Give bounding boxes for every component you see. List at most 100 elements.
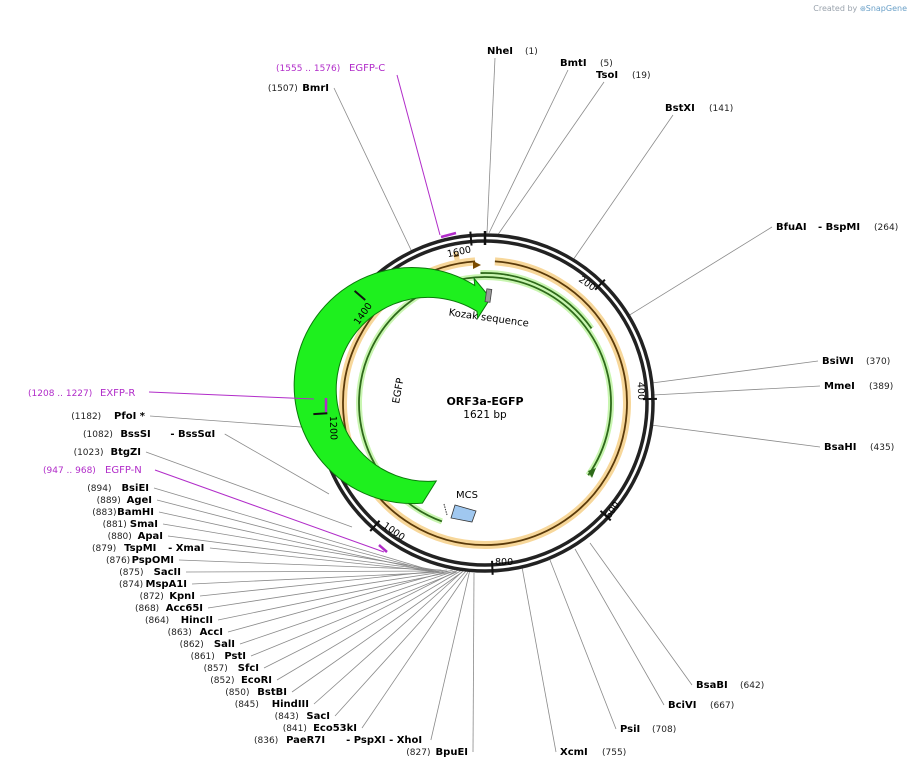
site-label-bstxi[interactable]: BstXI(141) [665,103,733,114]
site-label-kpni[interactable]: KpnI(872) [140,591,195,602]
tick-mark [369,520,381,532]
site-label-psti[interactable]: PstI(861) [191,651,246,662]
leader-line [149,415,316,429]
leader-line [650,424,821,448]
site-label-acc65i[interactable]: Acc65I(868) [135,603,203,614]
primer-range: (1555 .. 1576) [276,64,340,74]
site-position: (875) [119,568,143,578]
site-label-smai[interactable]: SmaI(881) [103,519,158,530]
site-label-saci[interactable]: SacI(843) [275,711,330,722]
site-name: - XmaI [168,543,204,554]
primer-label-egfp-n[interactable]: (947 .. 968) EGFP-N [43,465,142,476]
site-label-xcmi[interactable]: XcmI(755) [560,747,626,758]
site-position: (874) [119,580,143,590]
site-position: (889) [97,496,121,506]
leader-line [239,570,455,645]
site-name: BfuAI [776,222,807,233]
site-name: BpuEI [436,747,468,758]
site-name: SfcI [238,663,259,674]
site-label-eco53ki[interactable]: Eco53kI(841) [283,723,357,734]
site-label-mmei[interactable]: MmeI(389) [824,381,893,392]
site-label-bsiei[interactable]: BsiEI (894) [87,483,149,494]
leader-line [145,451,353,528]
site-label-apai[interactable]: ApaI(880) [108,531,163,542]
site-label-bamhi[interactable]: BamHI(883) [92,507,154,518]
site-position: (667) [710,701,734,711]
primer-label-exfp-r[interactable]: (1208 .. 1227) EXFP-R [28,388,135,399]
primer-name: EGFP-N [105,465,142,476]
mcs-feature-box[interactable] [450,504,477,523]
site-label-agei[interactable]: AgeI(889) [97,495,152,506]
site-label-ecori[interactable]: EcoRI(852) [210,675,272,686]
site-position: (852) [210,676,234,686]
orf-arc-outer [452,251,460,261]
leader-line [652,385,821,396]
primer-label-egfp-c[interactable]: (1555 .. 1576) EGFP-C [276,63,385,74]
backbone-ticks [313,231,657,575]
leader-line [651,360,819,384]
site-label-bstbi[interactable]: BstBI(850) [225,687,287,698]
site-label-bsabi[interactable]: BsaBI(642) [696,680,764,691]
leader-line [263,569,459,669]
site-name: Eco53kI [313,723,357,734]
leader-line [224,433,330,495]
site-label-bfuai[interactable]: BfuAI- BspMI(264) [776,222,898,233]
site-label-paer7i[interactable]: (836)PaeR7I- PspXI- XhoI [254,735,422,746]
tick-label-1000: 1000 [381,520,407,543]
site-name: BsiEI [121,483,149,494]
site-name: TspMI [124,543,156,554]
site-label-bsssi[interactable]: (1082)BssSI- BssSαI [83,429,215,440]
site-name: BciVI [668,700,696,711]
site-position: (845) [235,700,259,710]
tick-label-1200: 1200 [327,416,339,441]
site-position: (1082) [83,430,113,440]
site-label-bsiwi[interactable]: BsiWI(370) [822,356,890,367]
credit-prefix: Created by [813,4,858,13]
site-label-bmti[interactable]: BmtI(5) [560,58,613,69]
site-label-tsoi[interactable]: TsoI(19) [596,70,650,81]
leader-lines [145,57,821,753]
site-label-mspa1i[interactable]: MspA1I(874) [119,579,187,590]
egfp-label: EGFP [391,377,406,404]
site-label-btgzi[interactable]: BtgZI(1023) [74,447,141,458]
leader-line [574,548,665,706]
site-label-psii[interactable]: PsiI(708) [620,724,676,735]
site-label-pspomi[interactable]: PspOMI(876) [106,555,174,566]
leader-line [156,499,433,572]
site-name: BssSI [120,429,150,440]
site-label-tspmi[interactable]: (879)TspMI- XmaI [92,543,204,554]
egfp-feature-arrow[interactable] [293,267,492,505]
site-label-acci[interactable]: AccI(863) [168,627,223,638]
site-name: PaeR7I [286,735,325,746]
site-label-bsahi[interactable]: BsaHI(435) [824,442,894,453]
site-name: BamHI [117,507,154,518]
site-label-sali[interactable]: SalI(862) [180,639,235,650]
leader-line [334,570,467,717]
site-label-bmri[interactable]: BmrI(1507) [268,83,329,94]
leader-line [472,572,475,753]
site-position: (894) [87,484,111,494]
site-label-hindiii[interactable]: HindIII(845) [235,699,309,710]
leader-line [191,571,446,585]
site-label-hincii[interactable]: HincII(864) [145,615,213,626]
site-position: (876) [106,556,130,566]
site-label-bpuei[interactable]: BpuEI(827) [406,747,468,758]
site-name: BmrI [302,83,329,94]
leader-line [572,114,674,261]
tick-mark [313,412,328,416]
kozak-feature-box[interactable] [484,288,493,303]
site-name: Acc65I [166,603,203,614]
site-label-sfci[interactable]: SfcI(857) [204,663,259,674]
leader-line [589,542,693,686]
site-label-nhei[interactable]: NheI(1) [487,46,538,57]
tick-mark [469,231,473,246]
leader-line [430,569,471,741]
site-label-pfoi[interactable]: PfoI *(1182) [71,411,146,422]
site-name: MspA1I [146,579,187,590]
site-position: (755) [602,748,626,758]
site-label-sacii[interactable]: SacII(875) [119,567,181,578]
site-position: (1) [525,47,538,57]
site-position: (19) [632,71,650,81]
site-label-bcivi[interactable]: BciVI (667) [668,700,734,711]
leader-line [153,487,431,571]
